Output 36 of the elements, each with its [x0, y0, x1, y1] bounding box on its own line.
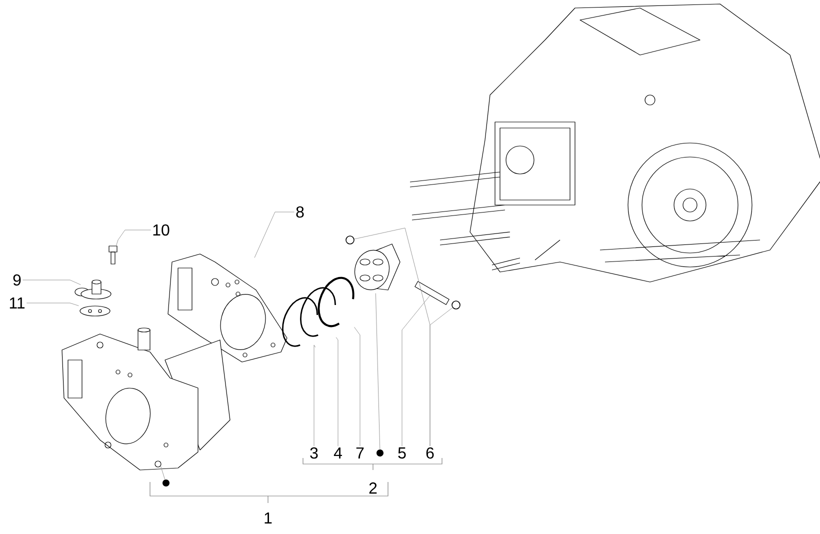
leader-line	[116, 230, 152, 247]
leader-line	[314, 344, 316, 446]
leader-line	[402, 295, 430, 446]
leader-line	[354, 326, 360, 446]
screw-drawing	[108, 246, 118, 264]
flange-gasket-drawing	[80, 306, 110, 316]
oil-ring-drawing	[318, 276, 354, 328]
callout-number: 7	[356, 447, 364, 458]
union-drawing	[74, 280, 112, 300]
gasket-drawing	[168, 254, 288, 362]
callout-number: 10	[153, 224, 170, 236]
reference-dot	[376, 450, 384, 456]
leader-line	[254, 212, 294, 258]
reference-dot	[162, 480, 170, 486]
callout-number: 3	[310, 447, 318, 459]
piston-drawing	[354, 244, 400, 290]
cylinder-drawing	[62, 328, 230, 470]
circlip-drawing	[452, 300, 460, 310]
leader-line	[336, 337, 338, 446]
callout-number: 1	[264, 512, 272, 524]
leader-line	[160, 465, 166, 480]
callout-number: 6	[426, 447, 434, 459]
piston-ring-drawing	[282, 297, 318, 347]
circlip-drawing	[346, 236, 354, 244]
callout-number: 2	[369, 482, 377, 494]
callout-number: 4	[334, 447, 342, 458]
callout-number: 8	[296, 206, 304, 218]
piston-ring-drawing	[300, 287, 336, 337]
callout-number: 11	[10, 297, 25, 308]
leader-line	[22, 280, 81, 285]
leader-line	[375, 293, 380, 450]
piston-pin-drawing	[414, 281, 450, 305]
leader-line	[354, 228, 430, 446]
callout-number: 5	[398, 447, 406, 459]
leader-line	[26, 302, 79, 306]
callout-number: 9	[13, 274, 21, 286]
